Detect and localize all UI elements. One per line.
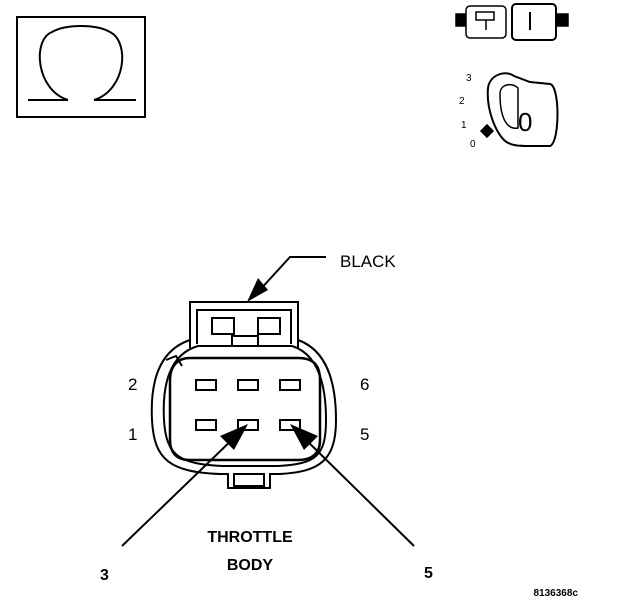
connector-body: [150, 301, 338, 489]
component-label-line2: BODY: [227, 557, 274, 574]
key-position-label: 1: [461, 120, 467, 131]
ohm-icon: [28, 25, 136, 101]
pin-label: 1: [128, 425, 137, 444]
pin-label: 2: [128, 375, 137, 394]
switch-zero-label: 0: [518, 107, 532, 137]
figure-id: 8136368c: [534, 588, 579, 599]
pin-label: 6: [360, 375, 369, 394]
wire-color-label: BLACK: [340, 252, 396, 271]
pin-label: 5: [360, 425, 369, 444]
callout-arrow-3: [121, 424, 248, 547]
callout-label: 5: [424, 565, 433, 582]
probe-connector-icon: [455, 3, 569, 41]
ignition-key-icon: 3 2 1 0 0: [459, 72, 559, 150]
key-position-label: 3: [466, 73, 472, 84]
key-position-label: 0: [470, 139, 476, 150]
callout-label: 3: [100, 567, 109, 584]
black-leader: [247, 256, 326, 302]
component-label-line1: THROTTLE: [207, 529, 293, 546]
ohm-symbol-box: [16, 16, 146, 118]
key-position-label: 2: [459, 96, 465, 107]
callout-arrow-5: [290, 424, 415, 547]
